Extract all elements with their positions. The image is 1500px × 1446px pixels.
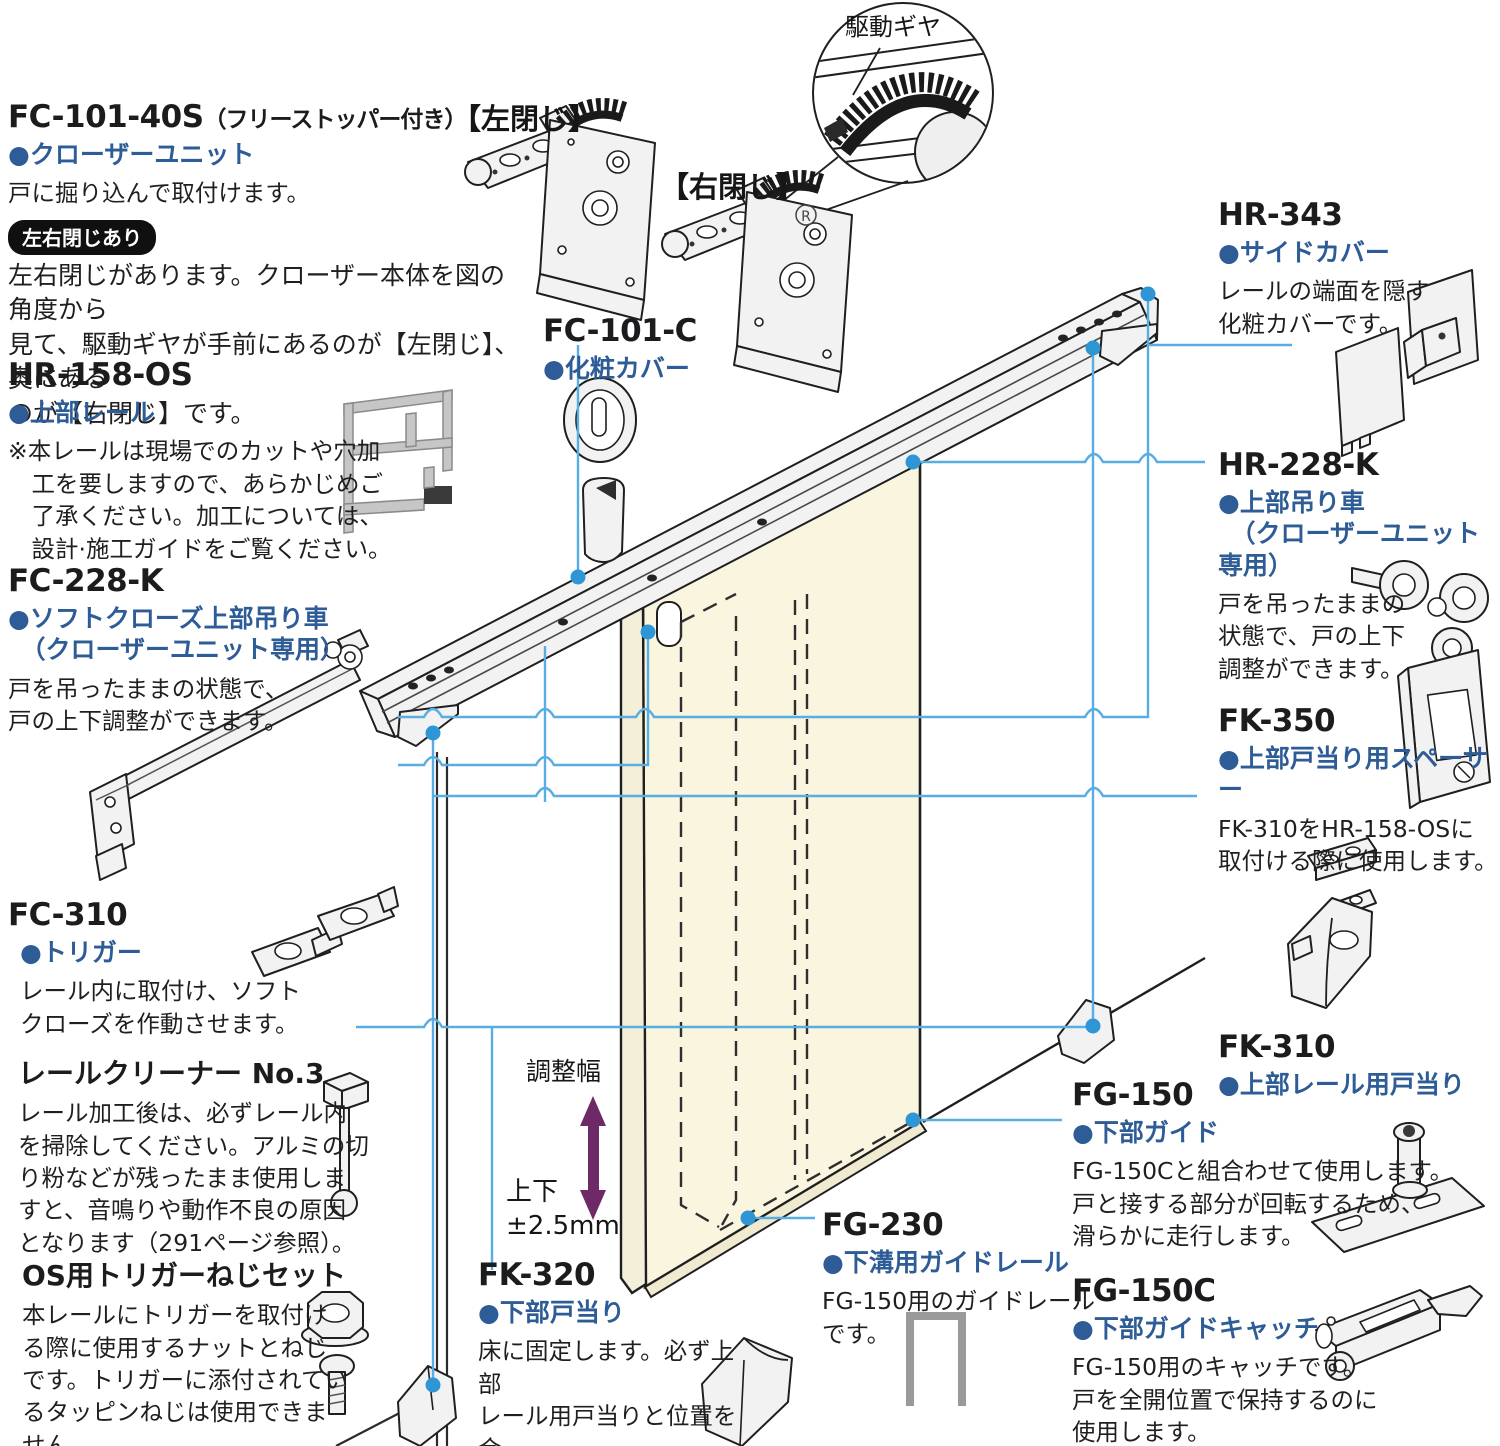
part-number: HR-343 xyxy=(1218,197,1343,233)
section-fg-230: FG-230 ●下溝用ガイドレール FG-150用のガイドレール です。 xyxy=(822,1208,1102,1350)
part-number: HR-228-K xyxy=(1218,447,1379,483)
closer-unit-right-illustration: R xyxy=(661,169,853,393)
gear-teeth xyxy=(824,72,980,147)
part-description: 戸に掘り込んで取付けます。 xyxy=(8,179,310,208)
closing-direction-note: 左右閉じがあります。クローザー本体を図の角度から 見て、駆動ギヤが手前にあるのが… xyxy=(8,260,520,428)
adjustment-arrow xyxy=(580,1096,606,1220)
part-number: FG-150 xyxy=(1072,1077,1194,1113)
section-fk-350: FK-350 ●上部戸当り用スペーサー FK-310をHR-158-OSに 取付… xyxy=(1218,704,1500,877)
part-number: FG-230 xyxy=(822,1207,944,1243)
part-number: HR-158-OS xyxy=(8,357,193,393)
part-number: FC-101-40S（フリーストッパー付き） xyxy=(8,99,467,135)
section-hr-343: HR-343 ●サイドカバー レールの端面を隠す 化粧カバーです。 xyxy=(1218,198,1493,340)
left-close-label: 【左閉じ】 xyxy=(452,102,598,136)
section-fc-228-k: FC-228-K ●ソフトクローズ上部吊り車 （クローザーユニット専用） 戸を吊… xyxy=(8,564,438,737)
part-description: レールの端面を隠す 化粧カバーです。 xyxy=(1218,277,1430,338)
guide-rail-profile xyxy=(906,1312,966,1406)
part-name: ●下部戸当り xyxy=(478,1298,625,1328)
guide-catch-illustration xyxy=(1315,1285,1483,1381)
spacer-bar-illustration xyxy=(1307,837,1377,881)
side-cover-illustration xyxy=(1335,269,1479,457)
hanger-slot xyxy=(656,601,682,647)
part-description: FG-150Cと組合わせて使用します。 戸と接する部分が回転するため、 滑らかに… xyxy=(1072,1157,1454,1251)
part-name: ●化粧カバー xyxy=(543,354,690,384)
part-name: ●上部レール用戸当り xyxy=(1218,1070,1465,1100)
r-mark-circle xyxy=(795,204,817,226)
part-number: FK-350 xyxy=(1218,703,1336,739)
section-hr-158-os: HR-158-OS ●上部レール ※本レールは現場でのカットや穴加 工を要します… xyxy=(8,358,458,565)
section-fg-150c: FG-150C ●下部ガイドキャッチ FG-150用のキャッチです。 戸を全開位… xyxy=(1072,1274,1497,1446)
right-close-label: 【右閉じ】 xyxy=(660,170,806,204)
part-number: FC-310 xyxy=(8,897,128,933)
nut-screw-illustration xyxy=(301,1291,369,1415)
soft-close-hanger-illustration xyxy=(89,629,369,881)
hanger-roller-illustration xyxy=(1351,560,1491,809)
leader-lines xyxy=(356,294,1292,1385)
part-name: ●下部ガイド xyxy=(1072,1118,1219,1148)
section-fg-150: FG-150 ●下部ガイド FG-150Cと組合わせて使用します。 戸と接する部… xyxy=(1072,1078,1497,1253)
cover-cap-illustration xyxy=(563,377,637,563)
section-fc-101-40s: FC-101-40S（フリーストッパー付き） ●クローザーユニット 戸に掘り込ん… xyxy=(8,100,528,431)
part-number: FG-150C xyxy=(1072,1273,1216,1309)
rail-stop-in-place xyxy=(1057,999,1115,1064)
part-name: ●サイドカバー xyxy=(1218,238,1390,268)
part-number: FC-228-K xyxy=(8,563,164,599)
leader-dots xyxy=(425,286,1156,1393)
rail-profile-illustration xyxy=(343,389,453,534)
section-fk-310: FK-310 ●上部レール用戸当り xyxy=(1218,1030,1500,1100)
part-description: 戸を吊ったままの 状態で、戸の上下 調整ができます。 xyxy=(1218,589,1406,683)
floor-stop-illustration xyxy=(701,1337,793,1446)
part-name: ●クローザーユニット xyxy=(8,140,255,170)
section-fk-320: FK-320 ●下部戸当り 床に固定します。必ず上部 レール用戸当りと位置を合 … xyxy=(478,1258,738,1446)
part-description: レール内に取付け、ソフト クローズを作動させます。 xyxy=(20,977,301,1038)
gear-rack xyxy=(839,94,972,156)
bottom-guide-illustration xyxy=(1311,1122,1485,1253)
rail-end-flap-right xyxy=(1099,323,1158,366)
part-name: ●上部戸当り用スペーサー xyxy=(1218,744,1488,805)
part-description: 床に固定します。必ず上部 レール用戸当りと位置を合 わせ、戸先と戸尻の両方に 固… xyxy=(478,1337,737,1446)
section-fc-310: FC-310 ●トリガー レール内に取付け、ソフト クローズを作動させます。 xyxy=(8,898,388,1040)
section-hr-228-k: HR-228-K ●上部吊り車 （クローザーユニット専用） 戸を吊ったままの 状… xyxy=(1218,448,1500,685)
part-description: レール加工後は、必ずレール内 を掃除してください。アルミの切 り粉などが残ったま… xyxy=(18,1099,369,1257)
rail-stop-illustration xyxy=(1287,889,1377,1009)
part-description: ※本レールは現場でのカットや穴加 工を要しますので、あらかじめご 了承ください。… xyxy=(8,437,392,563)
part-description: FG-150用のガイドレール です。 xyxy=(822,1287,1096,1348)
part-name: ●上部吊り車 （クローザーユニット専用） xyxy=(1218,488,1481,580)
part-description: 本レールにトリガーを取付け る際に使用するナットとねじ です。トリガーに添付され… xyxy=(22,1301,348,1446)
part-number: FC-101-C xyxy=(543,313,697,349)
part-name: ●下部ガイドキャッチ xyxy=(1072,1314,1319,1344)
part-number: FK-310 xyxy=(1218,1029,1336,1065)
r-mark: R xyxy=(801,209,811,225)
left-right-close-badge: 左右閉じあり xyxy=(8,219,156,255)
part-name: ●下溝用ガイドレール xyxy=(822,1248,1069,1278)
part-name: ●トリガー xyxy=(20,938,142,968)
section-rail-cleaner: レールクリーナー No.3 レール加工後は、必ずレール内 を掃除してください。ア… xyxy=(18,1057,378,1259)
adjust-range-label: 上下 ±2.5mm xyxy=(506,1177,620,1241)
section-fc-101-c: FC-101-C ●化粧カバー xyxy=(543,314,783,384)
part-name: ●上部レール xyxy=(8,398,155,428)
part-description: FK-310をHR-158-OSに 取付ける際に使用します。 xyxy=(1218,814,1498,876)
drive-gear-magnifier xyxy=(777,2,994,218)
part-name: ●ソフトクローズ上部吊り車 （クローザーユニット専用） xyxy=(8,604,346,665)
rail-screws xyxy=(408,310,1122,690)
part-number: FK-320 xyxy=(478,1257,596,1293)
drive-gear-label: 駆動ギヤ xyxy=(845,13,941,41)
part-number: OS用トリガーねじセット xyxy=(22,1259,346,1292)
top-rail-illustration xyxy=(359,287,1159,747)
part-number: レールクリーナー No.3 xyxy=(18,1057,325,1090)
section-os-trigger-screws: OS用トリガーねじセット 本レールにトリガーを取付け る際に使用するナットとねじ… xyxy=(22,1259,362,1446)
rail-cleaner-illustration xyxy=(323,1072,369,1217)
part-description: FG-150用のキャッチです。 戸を全開位置で保持するのに 使用します。 xyxy=(1072,1353,1378,1446)
floor-stop-in-place xyxy=(397,1365,457,1446)
part-description: 戸を吊ったままの状態で、 戸の上下調整ができます。 xyxy=(8,674,289,736)
trigger-illustration xyxy=(251,886,399,977)
adjust-width-label: 調整幅 xyxy=(526,1057,602,1086)
closer-unit-left-illustration xyxy=(464,97,656,321)
